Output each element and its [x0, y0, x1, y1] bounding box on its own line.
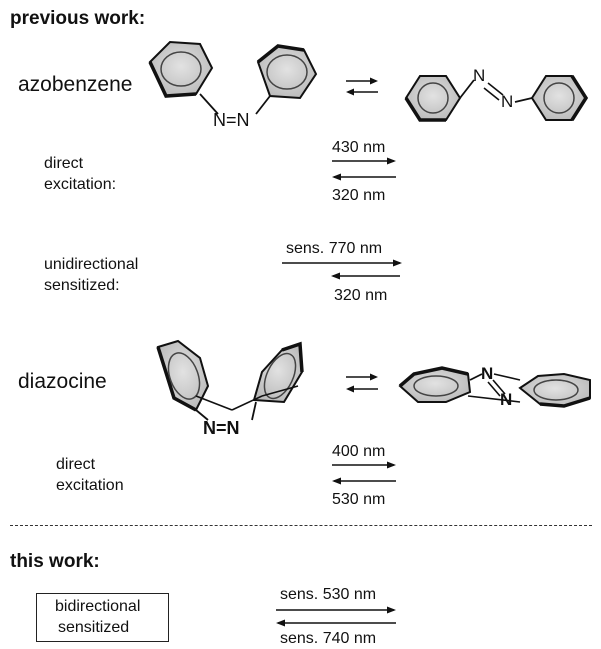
cis-azobenzene-azo-label: N=N — [213, 110, 250, 130]
diazocine-direct-label-1: direct — [56, 456, 96, 473]
cis-azobenzene-right-ring — [256, 44, 318, 100]
cis-diazocine-left-ring — [156, 339, 210, 412]
heading-previous-work: previous work: — [10, 8, 146, 29]
trans-azobenzene-right-ring — [530, 75, 589, 121]
trans-azobenzene-n2: N — [501, 92, 514, 111]
cis-diazocine-bridge — [195, 385, 299, 421]
azobenzene-equilibrium-arrows — [346, 77, 378, 96]
bidirectional-sensitized-box — [36, 593, 169, 642]
cis-diazocine-right-ring — [252, 341, 304, 404]
azobenzene-direct-label-1: direct — [44, 155, 84, 172]
azobenzene-sensitized-label-1: unidirectional — [44, 256, 139, 273]
trans-diazocine-n2: N — [500, 390, 513, 409]
azobenzene-direct-label-2: excitation: — [44, 176, 117, 193]
this-work-box-line-2: sensitized — [58, 619, 130, 636]
diazocine-equilibrium-arrows — [346, 373, 378, 393]
heading-this-work: this work: — [10, 551, 100, 572]
azobenzene-direct-arrows — [332, 157, 396, 181]
trans-azobenzene-n1: N — [473, 66, 486, 85]
diazocine-direct-arrows — [332, 461, 396, 485]
trans-diazocine-right-ring — [518, 372, 591, 408]
section-divider — [10, 525, 592, 526]
diazocine-direct-backward: 530 nm — [332, 491, 386, 508]
cis-azobenzene-bond-left — [199, 93, 219, 115]
diazocine-direct-label-2: excitation — [56, 477, 124, 494]
trans-diazocine-n1: N — [481, 364, 494, 383]
cis-azobenzene-left-ring — [148, 40, 214, 98]
azobenzene-sensitized-arrows — [282, 259, 402, 280]
cis-diazocine-azo-label: N=N — [203, 418, 240, 438]
azobenzene-sensitized-label-2: sensitized: — [44, 277, 120, 294]
diazocine-direct-forward: 400 nm — [332, 443, 386, 460]
azobenzene-sensitized-forward: sens. 770 nm — [286, 240, 383, 257]
this-work-backward: sens. 740 nm — [280, 630, 377, 647]
azobenzene-direct-forward: 430 nm — [332, 139, 386, 156]
bidirectional-arrows — [276, 606, 396, 627]
this-work-forward: sens. 530 nm — [280, 586, 377, 603]
trans-diazocine-left-ring — [398, 366, 472, 403]
diazocine-name: diazocine — [18, 370, 107, 393]
trans-azobenzene-left-ring — [404, 75, 462, 122]
cis-azobenzene-bond-right — [255, 95, 271, 115]
this-work-box-line-1: bidirectional — [55, 598, 141, 615]
azobenzene-sensitized-backward: 320 nm — [334, 287, 388, 304]
trans-diazocine-bridge — [467, 373, 521, 403]
azobenzene-direct-backward: 320 nm — [332, 187, 386, 204]
azobenzene-name: azobenzene — [18, 73, 133, 96]
